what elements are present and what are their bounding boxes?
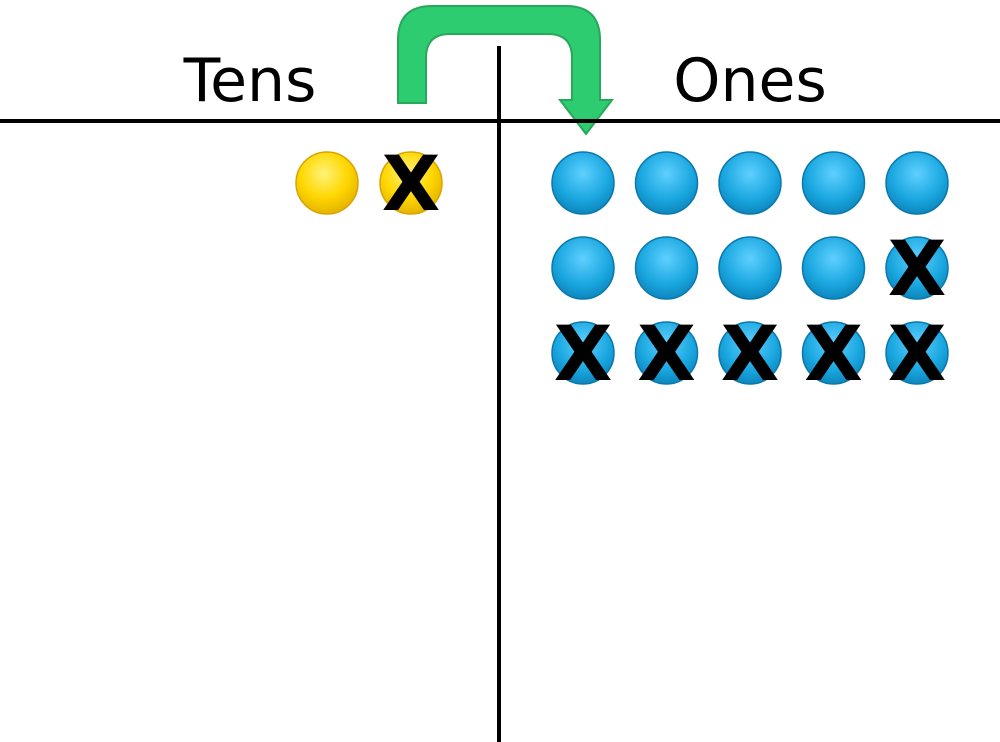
ones-counter-disc [634,236,699,300]
ones-counter-disc [718,321,782,385]
tens-counters: X [295,139,443,228]
ones-counter-disc [885,236,949,300]
ones-counter: X [885,309,949,398]
ones-counter: X [718,309,782,398]
ones-counter-disc [551,321,615,385]
ones-counter-disc [551,236,615,300]
ones-counter-disc [551,151,615,215]
tens-counter-disc [295,151,359,215]
tens-heading: Tens [183,46,317,116]
ones-counter [801,151,866,215]
tens-counter [295,151,359,215]
ones-counter-disc [634,151,699,215]
tens-counter-disc [379,151,443,215]
ones-counter [551,236,615,300]
ones-counter [634,236,699,300]
ones-counter-disc [801,151,866,215]
ones-counter-disc [885,321,949,385]
cross-mark: X [721,309,780,398]
cross-mark: X [804,309,863,398]
ones-counter: X [551,309,615,398]
ones-counter-disc [718,236,782,300]
ones-counter: X [801,309,866,398]
cross-mark: X [637,309,696,398]
ones-counter: X [634,309,699,398]
ones-counter: X [885,224,949,313]
ones-counter [718,151,782,215]
cross-mark: X [888,224,947,313]
ones-counter [718,236,782,300]
ones-counter-disc [634,321,699,385]
tens-counter: X [379,139,443,228]
regroup-arrow [397,5,615,136]
ones-counter-disc [718,151,782,215]
ones-counter [801,236,866,300]
ones-counter [634,151,699,215]
ones-counter [551,151,615,215]
ones-counter-disc [801,321,866,385]
ones-heading: Ones [673,46,826,116]
cross-mark: X [382,139,441,228]
ones-counter-disc [801,236,866,300]
ones-counter [885,151,949,215]
cross-mark: X [554,309,613,398]
ones-counter-disc [885,151,949,215]
cross-mark: X [888,309,947,398]
regroup-arrow-body [397,5,615,136]
